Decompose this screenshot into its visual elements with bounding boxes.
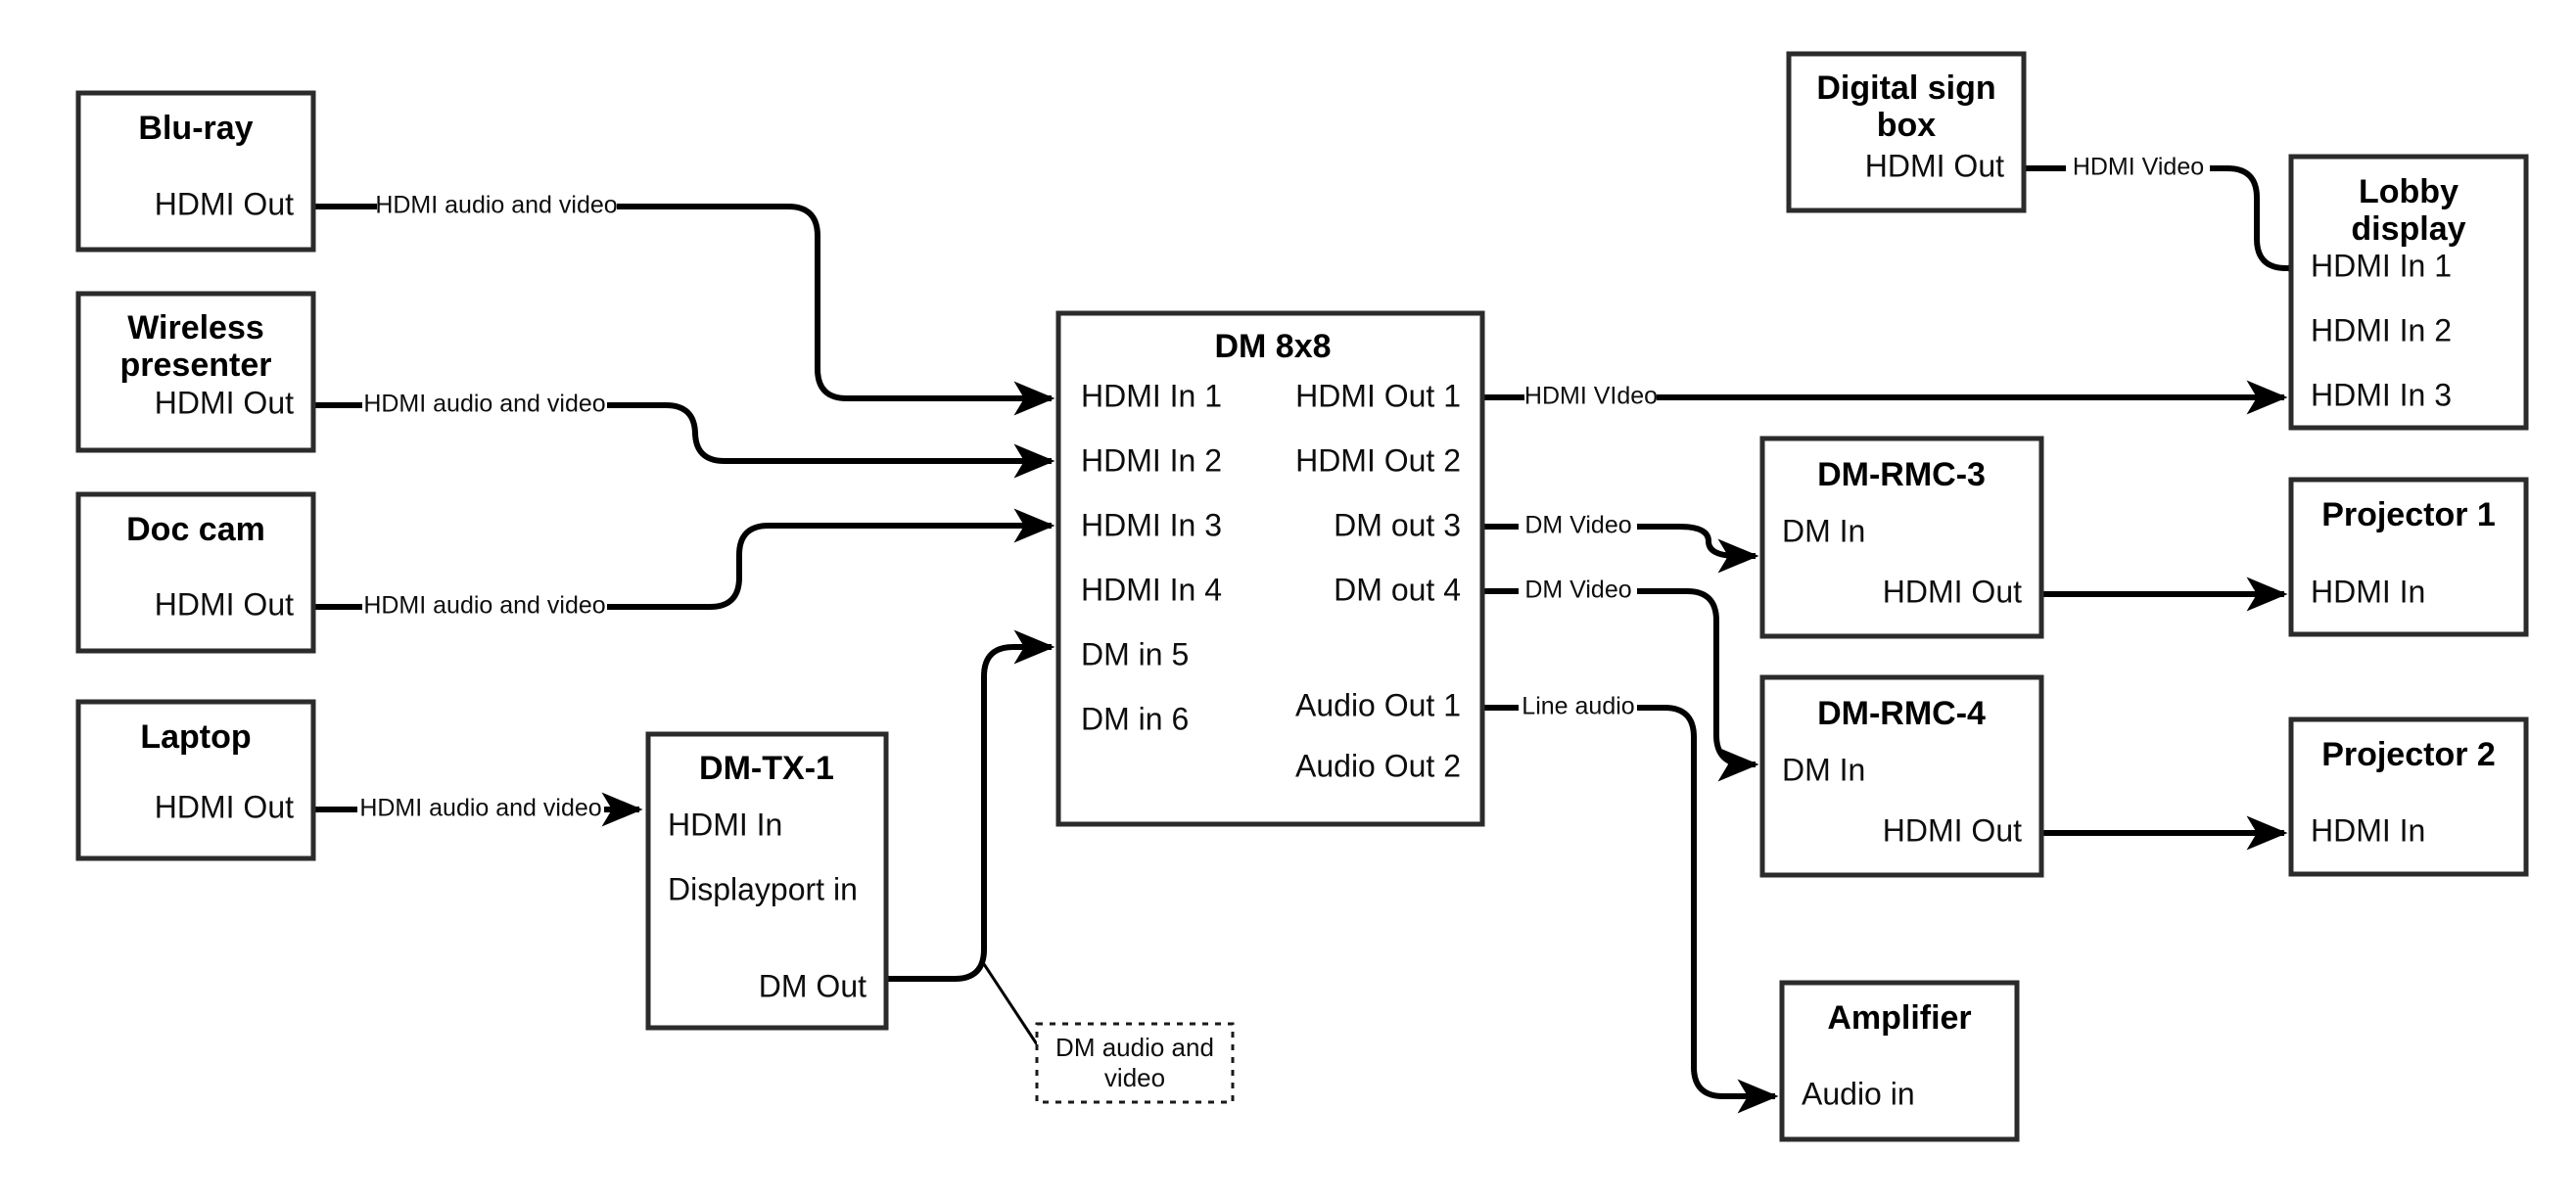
node-dm-8x8-input-hdmi-in-1: HDMI In 1: [1081, 378, 1222, 413]
node-dm-rmc-3-title: DM-RMC-3: [1817, 456, 1986, 493]
node-dm-8x8-output-dm-out-4: DM out 4: [1334, 572, 1461, 607]
annotation-dm-audio-and-video: DM audio and video: [1035, 1022, 1235, 1104]
node-dm-rmc-4-title: DM-RMC-4: [1817, 695, 1986, 732]
node-laptop-box[interactable]: [75, 699, 316, 861]
node-dm-8x8-title: DM 8x8: [1214, 328, 1331, 365]
node-dm-8x8[interactable]: DM 8x8 HDMI In 1 HDMI In 2 HDMI In 3 HDM…: [1055, 310, 1485, 827]
node-amplifier[interactable]: Amplifier Audio in: [1779, 980, 2020, 1142]
node-dm-8x8-box[interactable]: [1055, 310, 1485, 827]
node-digital-sign-box[interactable]: Digital sign box HDMI Out: [1786, 51, 2027, 213]
node-digital-sign-box-title-line1: Digital sign: [1816, 69, 1995, 107]
node-digital-sign-box-title-line2: box: [1877, 107, 1937, 144]
node-wireless-presenter[interactable]: Wireless presenter HDMI Out: [75, 291, 316, 453]
node-dm-tx-1-port-hdmi-in: HDMI In: [668, 807, 782, 842]
node-lobby-display-input-hdmi-in-2: HDMI In 2: [2311, 312, 2452, 347]
edge-label-dm8x8-dm-out-4: DM Video: [1524, 577, 1631, 604]
node-projector-1[interactable]: Projector 1 HDMI In: [2288, 477, 2529, 637]
node-bluray-box[interactable]: [75, 90, 316, 253]
node-projector-2[interactable]: Projector 2 HDMI In: [2288, 716, 2529, 877]
node-dm-rmc-3-port-dm-in: DM In: [1782, 513, 1865, 548]
edge-label-dm8x8-hdmi-out-1: HDMI VIdeo: [1524, 383, 1658, 410]
edge-label-laptop-to-dmtx1: HDMI audio and video: [359, 795, 601, 822]
node-dm-8x8-output-audio-out-1: Audio Out 1: [1295, 687, 1461, 722]
node-bluray-port-hdmi-out: HDMI Out: [155, 186, 294, 221]
node-lobby-display-box[interactable]: [2288, 154, 2529, 431]
edge-label-doccam-to-dm8x8: HDMI audio and video: [363, 592, 605, 620]
link-doccam-to-dm8x8: [607, 508, 1055, 610]
link-bluray-to-dm8x8: [617, 204, 1055, 416]
node-digital-sign-box-rect[interactable]: [1786, 51, 2027, 213]
link-dm8x8-to-dmrmc4: [1637, 588, 1759, 782]
node-dm-8x8-output-audio-out-2: Audio Out 2: [1295, 748, 1461, 783]
node-dm-8x8-output-hdmi-out-1: HDMI Out 1: [1295, 378, 1461, 413]
link-dm8x8-to-amplifier: [1637, 705, 1779, 1114]
node-wireless-presenter-title-line2: presenter: [120, 346, 272, 384]
node-dm-rmc-4-box[interactable]: [1759, 674, 2044, 878]
edge-label-dm8x8-dm-out-3: DM Video: [1524, 512, 1631, 539]
node-projector-2-box[interactable]: [2288, 716, 2529, 877]
node-projector-1-port-hdmi-in: HDMI In: [2311, 574, 2425, 609]
annotation-dm-audio-and-video-line2: video: [1104, 1063, 1165, 1092]
node-doc-cam-port-hdmi-out: HDMI Out: [155, 586, 294, 622]
link-dmtx1-to-dm8x8: [886, 629, 1055, 982]
node-doc-cam[interactable]: Doc cam HDMI Out: [75, 491, 316, 654]
node-dm-rmc-4[interactable]: DM-RMC-4 DM In HDMI Out: [1759, 674, 2044, 878]
node-dm-8x8-input-dm-in-6: DM in 6: [1081, 701, 1189, 736]
node-dm-8x8-output-dm-out-3: DM out 3: [1334, 507, 1461, 542]
node-wireless-presenter-title-line1: Wireless: [127, 309, 264, 346]
node-dm-8x8-input-dm-in-5: DM in 5: [1081, 636, 1189, 671]
node-digital-sign-box-port-hdmi-out: HDMI Out: [1865, 148, 2004, 183]
node-projector-2-port-hdmi-in: HDMI In: [2311, 812, 2425, 848]
node-wireless-presenter-port-hdmi-out: HDMI Out: [155, 385, 294, 420]
edge-label-sign-to-lobby: HDMI Video: [2073, 154, 2204, 181]
node-doc-cam-title: Doc cam: [126, 511, 265, 548]
node-laptop[interactable]: Laptop HDMI Out: [75, 699, 316, 861]
node-dm-rmc-3[interactable]: DM-RMC-3 DM In HDMI Out: [1759, 436, 2044, 639]
node-dm-tx-1[interactable]: DM-TX-1 HDMI In Displayport in DM Out: [645, 731, 889, 1031]
node-bluray-title: Blu-ray: [138, 110, 253, 147]
node-dm-8x8-input-hdmi-in-4: HDMI In 4: [1081, 572, 1222, 607]
node-lobby-display-title-line1: Lobby: [2359, 173, 2459, 210]
node-dm-rmc-3-port-hdmi-out: HDMI Out: [1883, 574, 2022, 609]
node-dm-tx-1-port-displayport-in: Displayport in: [668, 871, 858, 906]
node-dm-tx-1-box[interactable]: [645, 731, 889, 1031]
leader-dm-audio-note: [982, 963, 1043, 1051]
node-lobby-display[interactable]: Lobby display HDMI In 1 HDMI In 2 HDMI I…: [2288, 154, 2529, 431]
node-dm-rmc-4-port-dm-in: DM In: [1782, 752, 1865, 787]
node-amplifier-box[interactable]: [1779, 980, 2020, 1142]
node-dm-8x8-output-hdmi-out-2: HDMI Out 2: [1295, 442, 1461, 478]
node-projector-1-title: Projector 1: [2321, 496, 2496, 533]
edge-label-bluray-to-dm8x8: HDMI audio and video: [375, 192, 617, 219]
node-wireless-presenter-box[interactable]: [75, 291, 316, 453]
node-lobby-display-input-hdmi-in-3: HDMI In 3: [2311, 377, 2452, 412]
node-laptop-port-hdmi-out: HDMI Out: [155, 789, 294, 824]
node-bluray[interactable]: Blu-ray HDMI Out: [75, 90, 316, 253]
node-lobby-display-input-hdmi-in-1: HDMI In 1: [2311, 248, 2452, 283]
node-amplifier-port-audio-in: Audio in: [1802, 1076, 1915, 1111]
node-dm-8x8-input-hdmi-in-2: HDMI In 2: [1081, 442, 1222, 478]
node-dm-rmc-3-box[interactable]: [1759, 436, 2044, 639]
link-sign-to-lobby: [2210, 165, 2322, 286]
node-lobby-display-title-line2: display: [2351, 210, 2465, 248]
node-dm-tx-1-port-dm-out: DM Out: [759, 968, 866, 1003]
node-dm-rmc-4-port-hdmi-out: HDMI Out: [1883, 812, 2022, 848]
node-laptop-title: Laptop: [140, 718, 251, 756]
edge-label-dm8x8-audio-out-1: Line audio: [1522, 693, 1634, 720]
link-dm8x8-to-dmrmc3: [1637, 524, 1759, 574]
annotation-dm-audio-and-video-line1: DM audio and: [1055, 1033, 1214, 1062]
link-wireless-to-dm8x8: [607, 402, 1055, 479]
node-projector-2-title: Projector 2: [2321, 736, 2496, 773]
node-dm-8x8-input-hdmi-in-3: HDMI In 3: [1081, 507, 1222, 542]
annotation-dm-audio-and-video-box: [1035, 1022, 1235, 1104]
node-projector-1-box[interactable]: [2288, 477, 2529, 637]
edge-label-wireless-to-dm8x8: HDMI audio and video: [363, 391, 605, 418]
node-dm-tx-1-title: DM-TX-1: [699, 750, 834, 787]
node-doc-cam-box[interactable]: [75, 491, 316, 654]
node-amplifier-title: Amplifier: [1827, 999, 1971, 1037]
